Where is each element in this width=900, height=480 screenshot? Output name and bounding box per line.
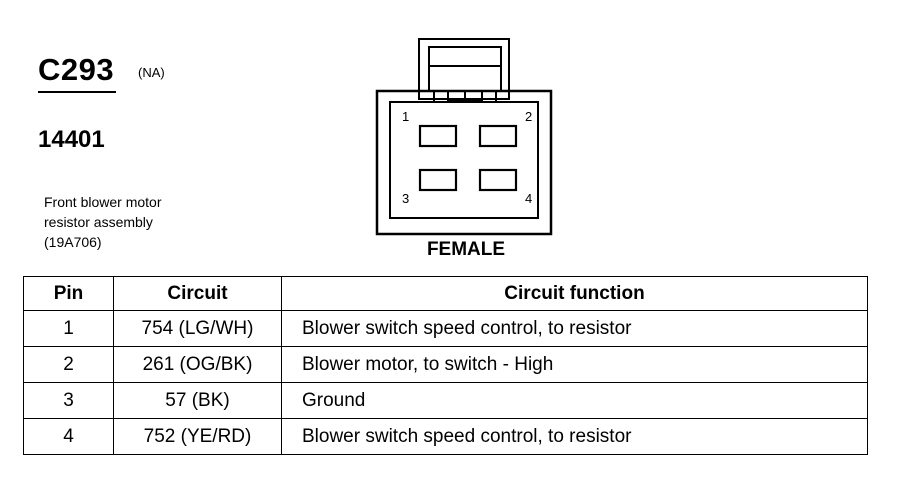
cell-circuit: 57 (BK) [113,382,282,419]
cell-circuit: 754 (LG/WH) [113,310,282,347]
header-circuit-function: Circuit function [281,276,868,311]
pin-number-3: 3 [402,191,409,206]
table-row: 3 57 (BK) Ground [23,382,868,419]
cell-pin: 3 [23,382,114,419]
cell-pin: 1 [23,310,114,347]
header-pin: Pin [23,276,114,311]
cell-pin: 2 [23,346,114,383]
pin-3-terminal [418,168,458,192]
cell-function: Ground [281,382,868,419]
table-header-row: Pin Circuit Circuit function [23,276,868,311]
pin-number-1: 1 [402,109,409,124]
connector-id: C293 [38,52,115,87]
cell-function: Blower switch speed control, to resistor [281,310,868,347]
pin-2-terminal [478,124,518,148]
pin-number-4: 4 [525,191,532,206]
connector-gender-label: FEMALE [426,239,506,260]
part-number: 14401 [38,126,105,153]
cell-function: Blower motor, to switch - High [281,346,868,383]
cell-function: Blower switch speed control, to resistor [281,418,868,455]
tab-notches [433,90,497,102]
pin-1-terminal [418,124,458,148]
table-row: 4 752 (YE/RD) Blower switch speed contro… [23,418,868,455]
pin-4-terminal [478,168,518,192]
connector-inner-face [389,101,539,219]
connector-face-diagram: 1 2 3 4 [375,38,553,236]
pin-circuit-table: Pin Circuit Circuit function 1 754 (LG/W… [23,276,868,455]
table-row: 1 754 (LG/WH) Blower switch speed contro… [23,310,868,347]
component-description: Front blower motor resistor assembly (19… [44,192,161,252]
cell-circuit: 752 (YE/RD) [113,418,282,455]
connector-id-underline [38,91,116,93]
description-line-3: (19A706) [44,234,102,250]
header-circuit: Circuit [113,276,282,311]
description-line-1: Front blower motor [44,194,162,210]
pin-number-2: 2 [525,109,532,124]
table-row: 2 261 (OG/BK) Blower motor, to switch - … [23,346,868,383]
cell-pin: 4 [23,418,114,455]
region-tag: (NA) [138,65,165,80]
cell-circuit: 261 (OG/BK) [113,346,282,383]
connector-body [375,89,553,236]
description-line-2: resistor assembly [44,214,153,230]
